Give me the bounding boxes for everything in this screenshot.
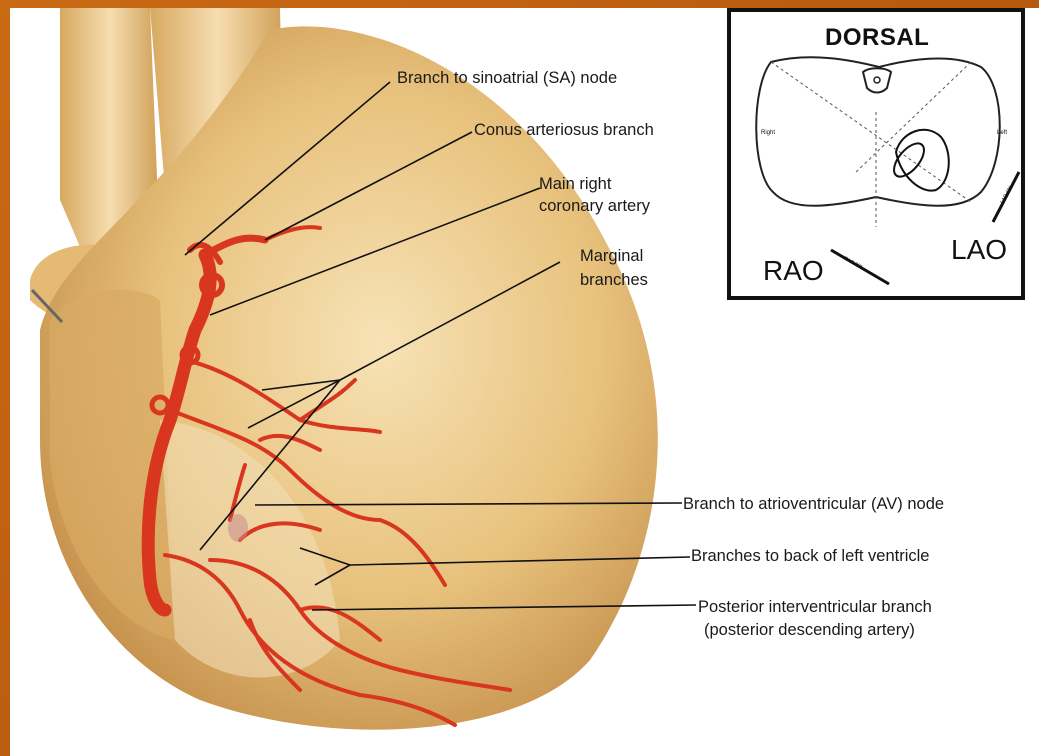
- inset-label-left: Left: [997, 130, 1007, 136]
- thorax-outline: [756, 57, 1000, 205]
- label-marginal-line2: branches: [580, 270, 648, 290]
- orientation-inset: DORSAL RAO LAO Right Left RAO 30° LAO 60…: [727, 8, 1025, 300]
- inset-label-lao: LAO: [951, 234, 1007, 266]
- label-sa-node: Branch to sinoatrial (SA) node: [397, 68, 617, 88]
- label-pda-line1: Posterior interventricular branch: [698, 597, 932, 617]
- av-node-spot: [228, 514, 248, 542]
- inset-label-rao: RAO: [763, 255, 824, 287]
- label-conus-branch: Conus arteriosus branch: [474, 120, 654, 140]
- label-pda-line2: (posterior descending artery): [704, 620, 915, 640]
- label-main-rca-line2: coronary artery: [539, 196, 650, 216]
- label-marginal-line1: Marginal: [580, 246, 643, 266]
- label-back-lv: Branches to back of left ventricle: [691, 546, 929, 566]
- heart-schematic: [896, 130, 949, 191]
- inset-label-dorsal: DORSAL: [825, 24, 929, 52]
- inset-label-right: Right: [761, 130, 775, 136]
- spine: [863, 68, 891, 92]
- label-main-rca-line1: Main right: [539, 174, 611, 194]
- label-av-node: Branch to atrioventricular (AV) node: [683, 494, 944, 514]
